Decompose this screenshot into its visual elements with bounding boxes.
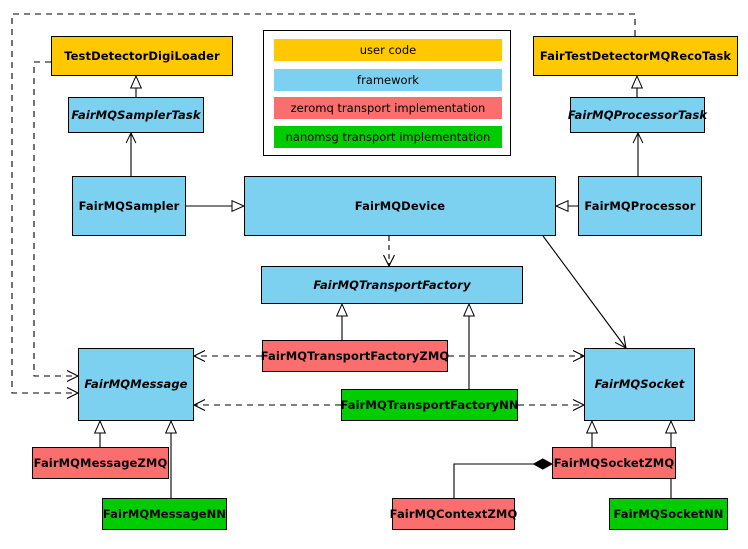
class-box-fairmqmessage[interactable]: FairMQMessage: [78, 348, 194, 421]
class-box-fairmqtransportfactorynn[interactable]: FairMQTransportFactoryNN: [340, 389, 518, 421]
legend: user code framework zeromq transport imp…: [263, 30, 511, 156]
legend-item-user-code: user code: [274, 39, 502, 61]
class-box-fairmqsocketzmq[interactable]: FairMQSocketZMQ: [552, 447, 676, 479]
class-box-fairmqmessagezmq[interactable]: FairMQMessageZMQ: [32, 447, 169, 479]
class-box-fairmqprocessortask[interactable]: FairMQProcessorTask: [568, 97, 707, 133]
class-box-fairmqcontextzmq[interactable]: FairMQContextZMQ: [390, 498, 517, 530]
legend-item-framework: framework: [274, 69, 502, 91]
class-box-fairmqdevice[interactable]: FairMQDevice: [244, 176, 556, 236]
legend-item-nanomsg: nanomsg transport implementation: [274, 126, 502, 148]
class-box-fairmqmessagenn[interactable]: FairMQMessageNN: [102, 498, 227, 530]
class-box-fairmqsocketnn[interactable]: FairMQSocketNN: [609, 498, 728, 530]
edge-device-socket: [542, 235, 626, 348]
edge-contextzmq-socketzmq: [453, 464, 552, 498]
class-box-fairtestdetectormqrecotask[interactable]: FairTestDetectorMQRecoTask: [533, 36, 738, 76]
class-box-fairmqsocket[interactable]: FairMQSocket: [584, 348, 695, 421]
class-box-fairmqtransportfactoryzmq[interactable]: FairMQTransportFactoryZMQ: [261, 340, 449, 372]
legend-item-zeromq: zeromq transport implementation: [274, 97, 502, 119]
class-box-testdetectordigiloader[interactable]: TestDetectorDigiLoader: [51, 36, 233, 76]
class-box-fairmqsampler[interactable]: FairMQSampler: [72, 176, 186, 236]
class-box-fairmqsamplertask[interactable]: FairMQSamplerTask: [68, 97, 204, 133]
class-box-fairmqprocessor[interactable]: FairMQProcessor: [578, 176, 702, 236]
class-box-fairmqtransportfactory[interactable]: FairMQTransportFactory: [261, 266, 523, 304]
